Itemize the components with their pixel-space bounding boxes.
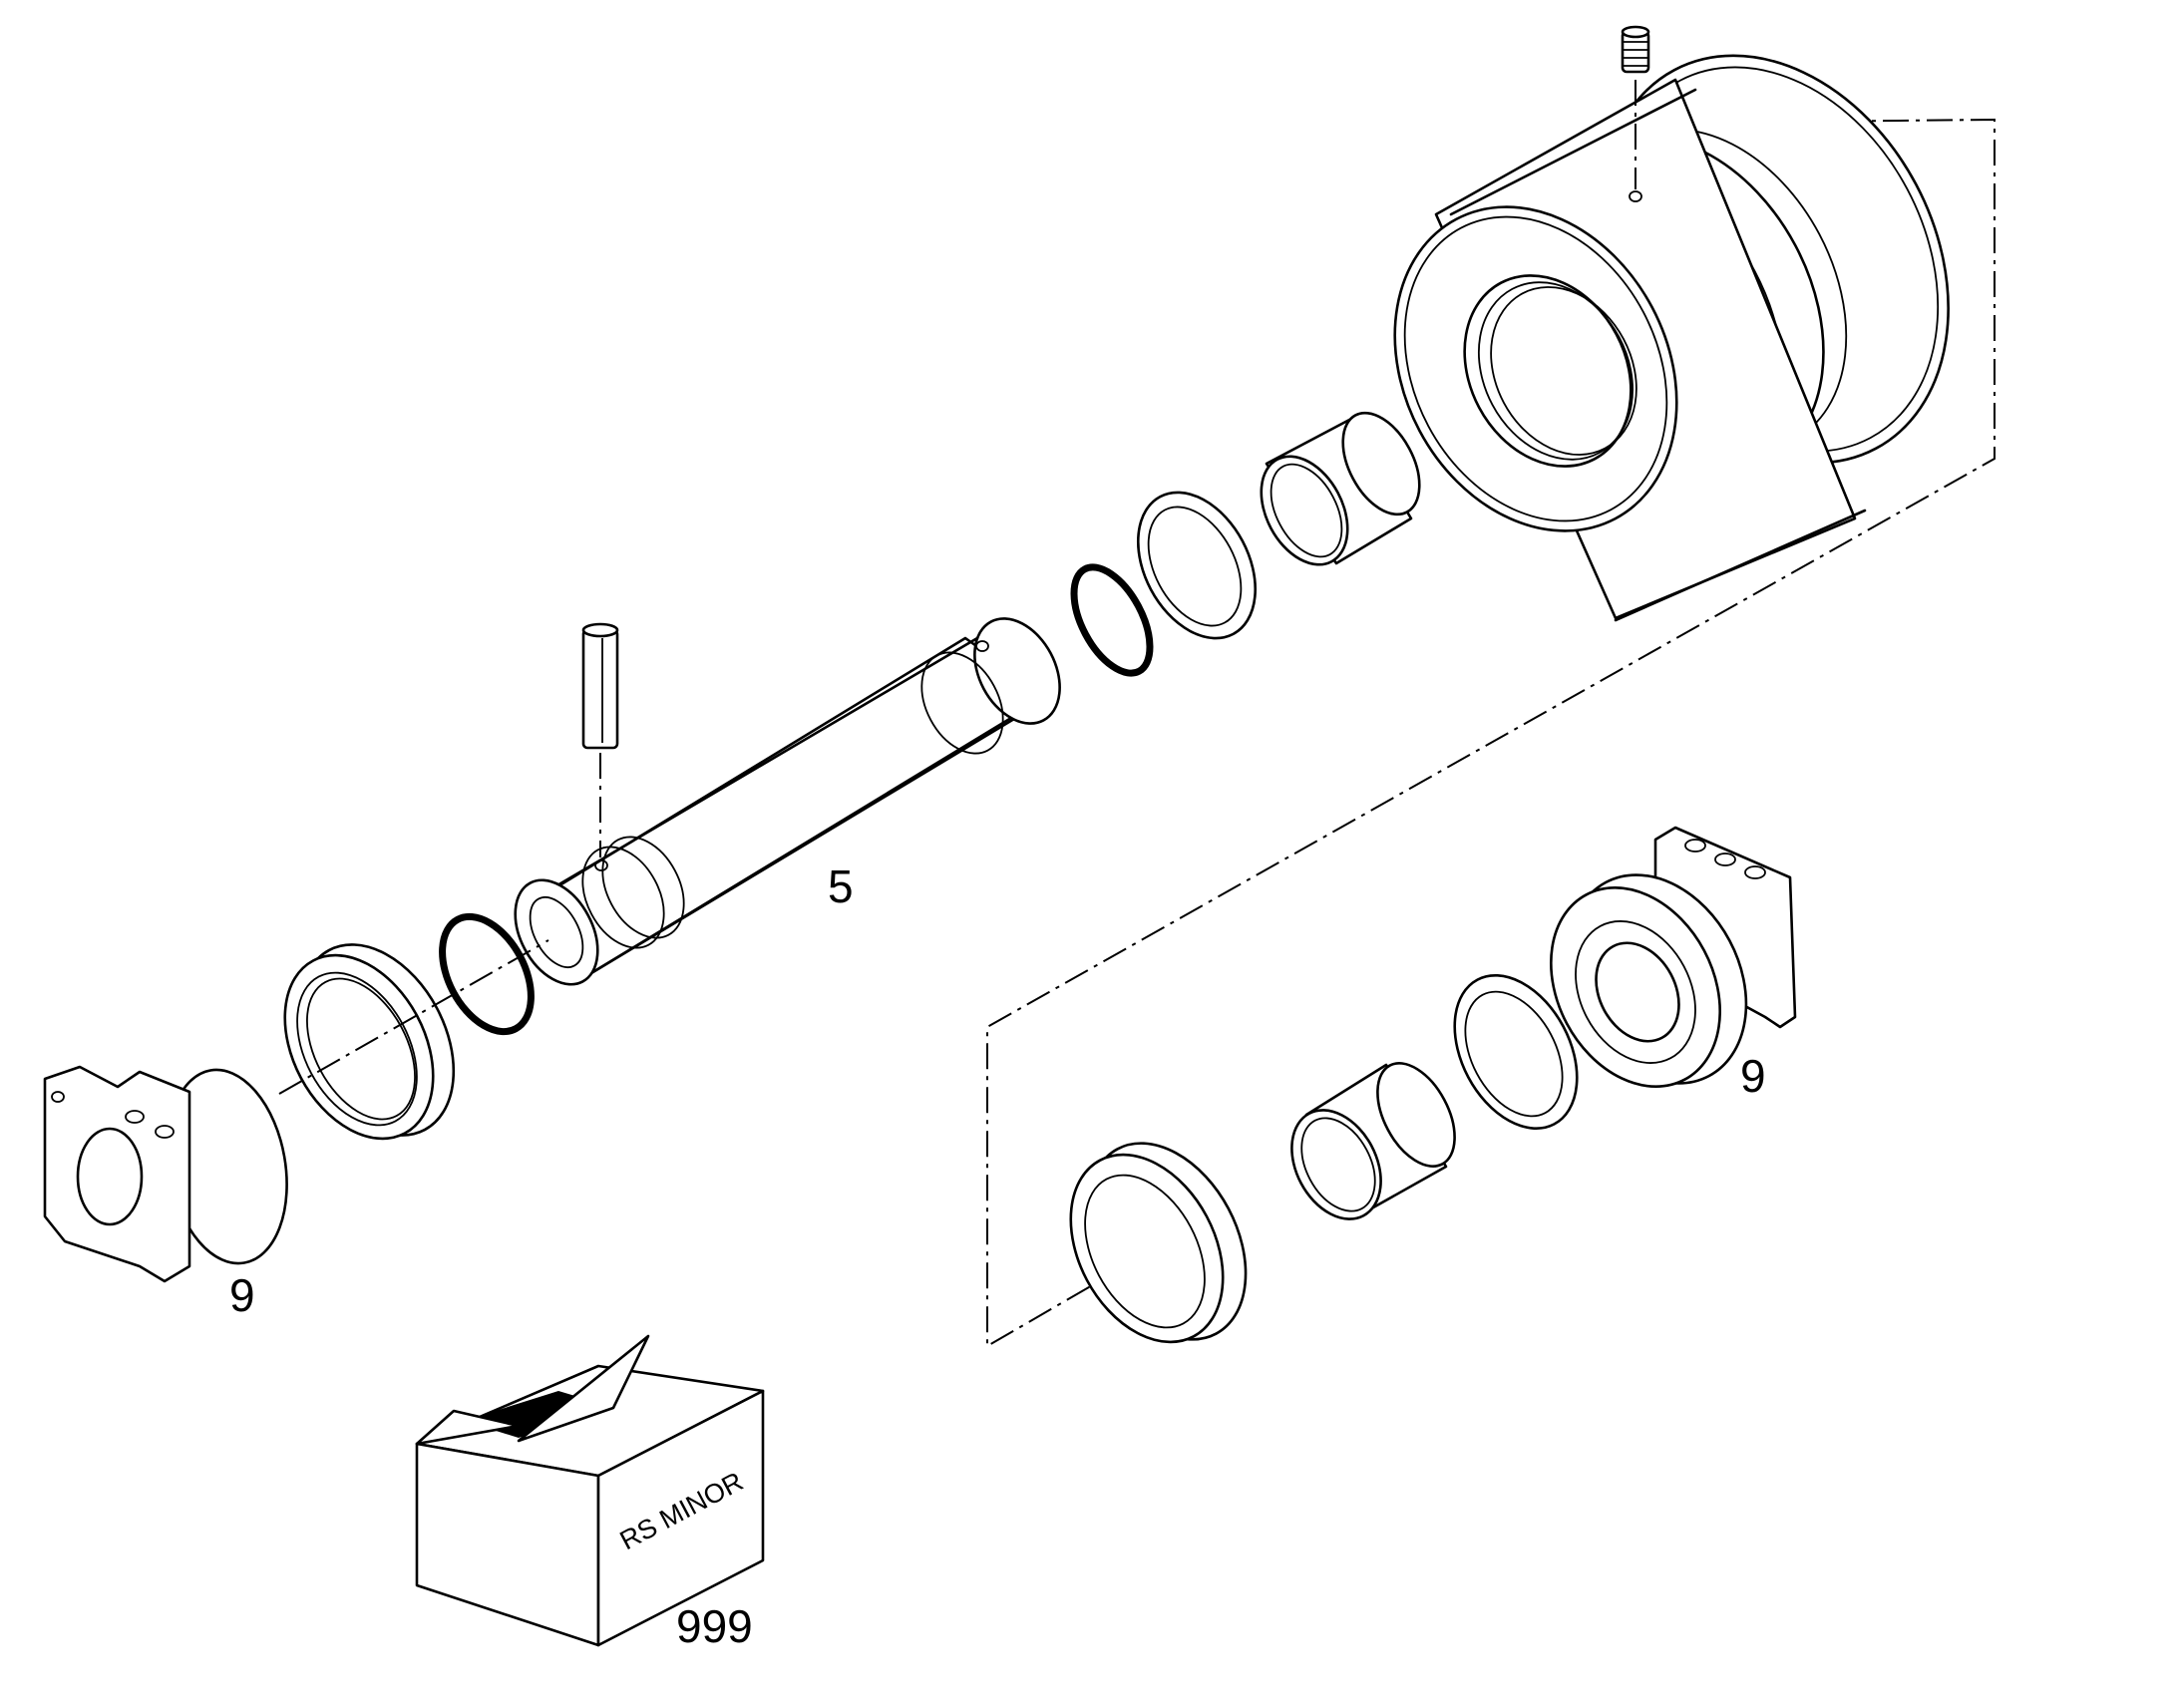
roll-pin	[581, 622, 619, 857]
callout-shaft: 5	[828, 860, 854, 912]
kit-box: RS MINOR	[415, 1334, 765, 1647]
thrust-washer-bottom	[1453, 973, 1579, 1131]
end-cap-left	[43, 939, 549, 1283]
set-screw	[1621, 25, 1650, 189]
callout-end-cap-right: 9	[1740, 1050, 1766, 1102]
thrust-washer-top	[1136, 491, 1258, 640]
shaft	[514, 617, 1061, 986]
o-ring-top	[1070, 563, 1154, 677]
callout-kit-box: 999	[676, 1600, 753, 1652]
roller-bushing	[1260, 411, 1421, 566]
seal-left	[283, 943, 456, 1141]
assembly-boundary	[986, 118, 1996, 1348]
end-cap-right	[1550, 826, 1797, 1088]
bushing-bottom	[1290, 1062, 1456, 1220]
roller-body	[1393, 54, 1950, 622]
seal-bottom	[1069, 1142, 1248, 1344]
callout-end-cap-left: 9	[229, 1269, 255, 1321]
